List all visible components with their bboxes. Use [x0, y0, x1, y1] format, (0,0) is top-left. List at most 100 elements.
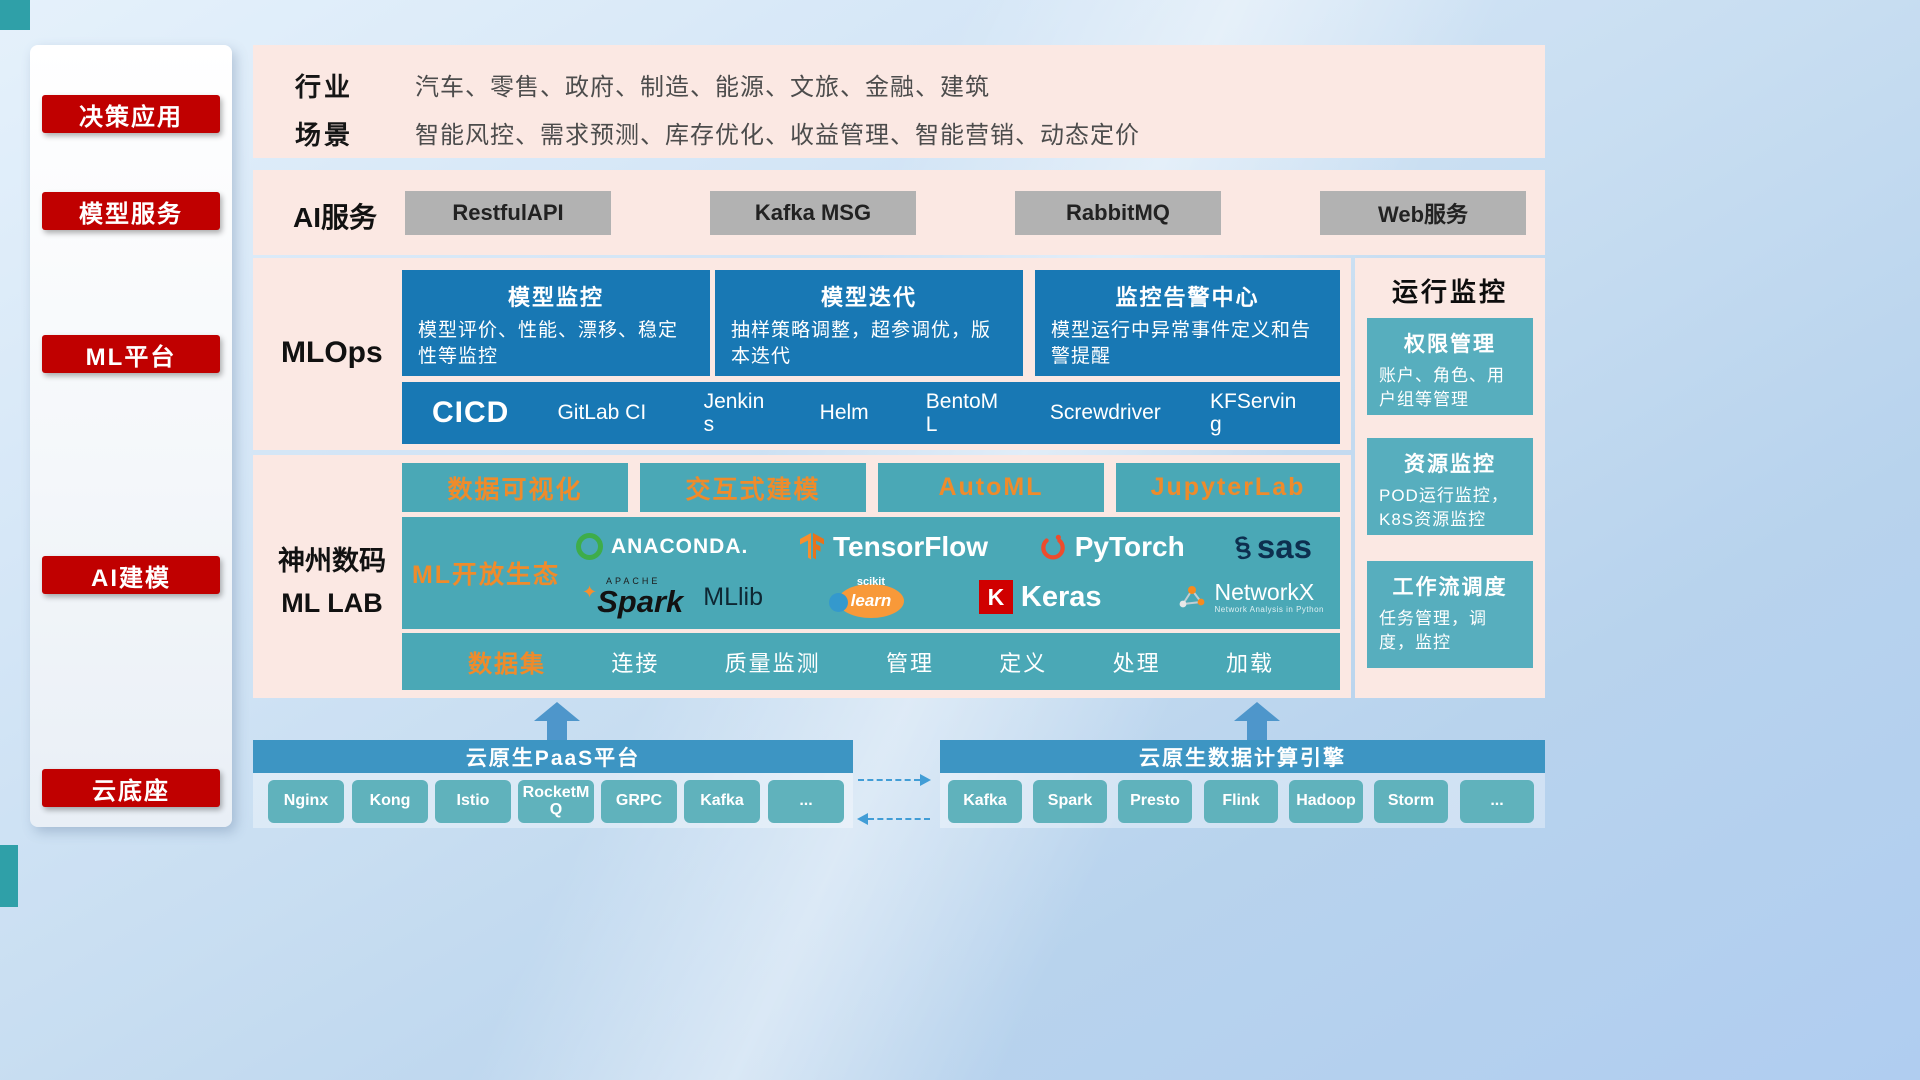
tensorflow-icon: [800, 532, 824, 560]
scene-list: 智能风控、需求预测、库存优化、收益管理、智能营销、动态定价: [415, 122, 1140, 149]
cicd-tool-gitlab-ci: GitLab CI: [557, 401, 647, 425]
dataset-item-quality: 质量监测: [724, 650, 821, 676]
card-title: 权限管理: [1404, 333, 1496, 356]
paas-chip-nginx: Nginx: [268, 780, 344, 823]
pytorch-text: PyTorch: [1074, 530, 1185, 562]
runtime-monitor-panel: 运行监控 权限管理 账户、角色、用户组等管理 资源监控 POD运行监控，K8S资…: [1355, 258, 1545, 698]
decorative-square-top: [0, 0, 30, 30]
anaconda-logo: ANACONDA.: [576, 533, 749, 561]
spark-mllib-logo: APACHE ✦ Spark MLlib: [582, 576, 764, 620]
cicd-label: CICD: [432, 396, 510, 429]
sas-logo: § sas: [1232, 527, 1312, 566]
dataset-item-define: 定义: [999, 650, 1048, 676]
dashed-arrow-right-line: [858, 779, 920, 781]
spark-apache-text: APACHE: [606, 576, 661, 587]
cicd-tool-jenkins: Jenkins: [703, 389, 765, 436]
paas-chip-rocketmq: RocketMQ: [518, 780, 594, 823]
up-arrow-icon: [1234, 702, 1280, 721]
dashed-arrow-right-icon: [920, 774, 931, 786]
anaconda-text: ANACONDA.: [611, 534, 749, 558]
mlops-card-model-monitoring: 模型监控 模型评价、性能、漂移、稳定性等监控: [402, 270, 710, 376]
sas-icon: §: [1232, 529, 1254, 563]
industry-scene-panel: 行业 汽车、零售、政府、制造、能源、文旅、金融、建筑 场景 智能风控、需求预测、…: [253, 45, 1545, 158]
cicd-bar: CICD GitLab CI Jenkins Helm BentoML Scre…: [402, 382, 1340, 444]
mllab-tool-automl: AutoML: [878, 463, 1104, 512]
engine-chip-spark: Spark: [1033, 780, 1107, 823]
card-title: 模型监控: [507, 285, 604, 310]
card-desc: 抽样策略调整，超参调优，版本迭代: [731, 320, 992, 367]
decorative-square-bottom: [0, 845, 18, 907]
scikit-learn-icon: learn: [828, 584, 904, 619]
sidebar: 决策应用 模型服务 ML平台 AI建模 云底座: [30, 45, 232, 827]
ai-service-panel: AI服务 RestfulAPI Kafka MSG RabbitMQ Web服务: [253, 170, 1545, 255]
mlops-label: MLOps: [281, 336, 383, 369]
networkx-subtext: Network Analysis in Python: [1214, 604, 1324, 614]
tensorflow-text: TensorFlow: [833, 530, 989, 562]
learn-text: learn: [850, 591, 892, 611]
up-arrow-stem: [547, 720, 567, 740]
mllab-title-line1: 神州数码: [278, 546, 386, 576]
ai-service-label: AI服务: [293, 202, 378, 233]
mlops-card-model-iteration: 模型迭代 抽样策略调整，超参调优，版本迭代: [715, 270, 1023, 376]
dataset-item-process: 处理: [1112, 650, 1161, 676]
eco-logo-row-2: APACHE ✦ Spark MLlib scikit learn: [570, 576, 1326, 620]
sidebar-item-decision-apps: 决策应用: [42, 95, 220, 133]
spark-wrap: APACHE ✦ Spark: [582, 576, 684, 620]
card-desc: 任务管理，调度，监控: [1379, 609, 1487, 652]
dataset-item-connect: 连接: [611, 650, 660, 676]
card-title: 模型迭代: [820, 285, 917, 310]
mllib-text: MLlib: [703, 582, 764, 611]
paas-chip-istio: Istio: [435, 780, 511, 823]
data-engine-bar: 云原生数据计算引擎: [940, 740, 1545, 773]
mllab-panel: 神州数码 ML LAB 数据可视化 交互式建模 AutoML JupyterLa…: [253, 455, 1351, 698]
mllab-title: 神州数码 ML LAB: [261, 541, 403, 625]
up-arrow-stem: [1247, 720, 1267, 740]
sidebar-item-cloud-base: 云底座: [42, 769, 220, 807]
card-desc: 账户、角色、用户组等管理: [1379, 366, 1505, 409]
spark-text: ✦ Spark: [582, 582, 684, 620]
paas-platform-bar: 云原生PaaS平台: [253, 740, 853, 773]
sidebar-item-model-services: 模型服务: [42, 192, 220, 230]
mllab-title-line2: ML LAB: [281, 587, 383, 618]
service-chip-rabbitmq: RabbitMQ: [1015, 191, 1221, 235]
card-title: 资源监控: [1404, 453, 1496, 476]
sidebar-item-ml-platform: ML平台: [42, 335, 220, 373]
dataset-bar: 数据集 连接 质量监测 管理 定义 处理 加载: [402, 633, 1340, 690]
card-desc: 模型评价、性能、漂移、稳定性等监控: [418, 320, 679, 367]
sas-text: sas: [1256, 527, 1312, 565]
spark-icon: ✦: [582, 582, 598, 603]
dashed-arrow-left-line: [868, 818, 930, 820]
scikit-learn-blue-dot: [828, 593, 848, 613]
networkx-logo: NetworkX Network Analysis in Python: [1177, 579, 1325, 614]
keras-text: Keras: [1020, 580, 1102, 613]
mllab-tool-interactive-modeling: 交互式建模: [640, 463, 866, 512]
pytorch-logo: PyTorch: [1039, 531, 1185, 563]
card-desc: POD运行监控，K8S资源监控: [1379, 486, 1509, 529]
monitor-card-permissions: 权限管理 账户、角色、用户组等管理: [1367, 318, 1533, 415]
service-chip-kafka-msg: Kafka MSG: [710, 191, 916, 235]
service-chip-restfulapi: RestfulAPI: [405, 191, 611, 235]
cicd-tool-kfserving: KFServing: [1210, 389, 1297, 436]
engine-chip-presto: Presto: [1118, 780, 1192, 823]
scene-label: 场景: [295, 120, 354, 150]
eco-logo-row-1: ANACONDA. TensorFlow: [570, 528, 1326, 566]
cicd-tool-screwdriver: Screwdriver: [1049, 401, 1161, 425]
industry-list: 汽车、零售、政府、制造、能源、文旅、金融、建筑: [415, 74, 990, 101]
cicd-tool-helm: Helm: [819, 401, 869, 425]
card-title: 工作流调度: [1392, 576, 1508, 599]
engine-chip-more: ...: [1460, 780, 1534, 823]
networkx-icon: [1179, 586, 1204, 608]
spark-word: Spark: [597, 584, 684, 620]
engine-chip-hadoop: Hadoop: [1289, 780, 1363, 823]
mlops-card-alert-center: 监控告警中心 模型运行中异常事件定义和告警提醒: [1035, 270, 1340, 376]
scikit-learn-logo: scikit learn: [828, 576, 904, 619]
up-arrow-icon: [534, 702, 580, 721]
monitor-card-resources: 资源监控 POD运行监控，K8S资源监控: [1367, 438, 1533, 535]
pytorch-icon: [1040, 534, 1065, 560]
dataset-label: 数据集: [468, 651, 546, 678]
paas-chip-kong: Kong: [352, 780, 428, 823]
industry-label: 行业: [295, 72, 354, 102]
paas-chip-more: ...: [768, 780, 844, 823]
runtime-monitor-title: 运行监控: [1391, 277, 1508, 307]
dataset-item-manage: 管理: [885, 650, 934, 676]
